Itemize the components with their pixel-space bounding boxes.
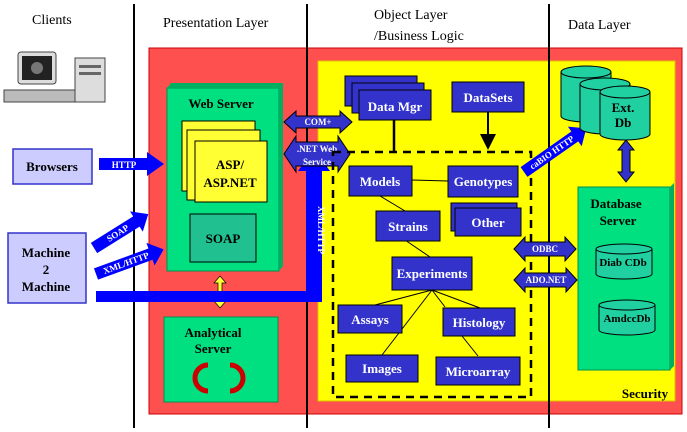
amdcc-db-cylinder: AmdccDb xyxy=(598,299,656,336)
strains-box: Strains xyxy=(375,210,441,242)
m2m-line3: Machine xyxy=(22,279,71,294)
ext-db-to-server-arrow xyxy=(616,139,636,183)
soap-arrow-label: SOAP xyxy=(105,222,131,243)
datasets-label: DataSets xyxy=(463,90,512,105)
images-box: Images xyxy=(345,354,419,383)
com-plus-arrow: COM+ xyxy=(283,109,353,135)
header-clients: Clients xyxy=(32,13,72,28)
experiments-box: Experiments xyxy=(391,256,473,291)
ado-net-label: ADO.NET xyxy=(526,275,567,285)
browsers-label: Browsers xyxy=(26,159,78,174)
amdcc-db-label: AmdccDb xyxy=(603,313,650,325)
histology-label: Histology xyxy=(453,315,506,330)
strains-label: Strains xyxy=(388,219,428,234)
odbc-arrow: ODBC xyxy=(513,235,577,263)
header-presentation: Presentation Layer xyxy=(163,16,269,31)
other-box: Other xyxy=(450,202,522,237)
ext-db-cylinders: Ext. Db xyxy=(560,65,651,141)
ext-db-label-1: Ext. xyxy=(612,100,635,115)
datasets-box: DataSets xyxy=(451,81,525,113)
machine-to-machine-box: Machine 2 Machine xyxy=(7,232,87,304)
business-objects-dashed-boundary xyxy=(331,150,533,399)
db-server-label-2: Server xyxy=(600,213,637,228)
db-server-label-1: Database xyxy=(590,196,642,211)
other-label: Other xyxy=(471,215,504,230)
genotypes-box: Genotypes xyxy=(447,165,519,198)
xml-http-vertical-label: XML/HTTP xyxy=(316,206,326,255)
net-ws-label-2: Service xyxy=(303,157,331,167)
object-relations xyxy=(374,179,481,357)
soap-label: SOAP xyxy=(206,231,241,246)
m2m-line1: Machine xyxy=(22,245,71,260)
header-object-line1: Object Layer xyxy=(374,8,448,23)
diab-cdb-cylinder: Diab CDb xyxy=(595,243,653,280)
experiments-label: Experiments xyxy=(397,266,468,281)
models-label: Models xyxy=(360,174,400,189)
assays-box: Assays xyxy=(337,304,403,334)
http-arrow: HTTP xyxy=(99,152,164,176)
data-mgr-label: Data Mgr xyxy=(368,99,423,114)
asp-label-2: ASP.NET xyxy=(203,175,257,190)
database-server-box: Database Server Diab CDb AmdccDb xyxy=(577,183,674,371)
microarray-label: Microarray xyxy=(446,364,511,379)
histology-box: Histology xyxy=(442,307,516,337)
assays-label: Assays xyxy=(351,312,389,327)
microarray-box: Microarray xyxy=(435,356,521,386)
images-label: Images xyxy=(362,361,402,376)
analytical-label-2: Server xyxy=(195,341,232,356)
http-label: HTTP xyxy=(112,160,137,170)
data-mgr-box: Data Mgr xyxy=(344,75,432,121)
ado-net-arrow: ADO.NET xyxy=(513,266,578,294)
diab-cdb-label: Diab CDb xyxy=(599,257,646,269)
analytical-label-1: Analytical xyxy=(184,325,241,340)
header-data: Data Layer xyxy=(568,18,631,33)
web-server-box: Web Server ASP/ ASP.NET SOAP xyxy=(166,83,283,272)
refresh-cycle-icon xyxy=(192,362,246,394)
models-box: Models xyxy=(348,165,413,197)
header-object-line2: /Business Logic xyxy=(374,29,464,44)
web-server-label: Web Server xyxy=(188,96,254,111)
browsers-box: Browsers xyxy=(12,148,93,185)
odbc-label: ODBC xyxy=(532,244,558,254)
com-plus-label: COM+ xyxy=(304,117,331,127)
security-label: Security xyxy=(622,386,669,401)
ext-db-label-2: Db xyxy=(615,115,632,130)
computer-icon xyxy=(3,51,106,103)
net-ws-label-1: .NET Web xyxy=(297,144,337,154)
genotypes-label: Genotypes xyxy=(454,174,513,189)
m2m-line2: 2 xyxy=(43,262,50,277)
asp-label-1: ASP/ xyxy=(216,157,245,172)
analytical-server-box: Analytical Server xyxy=(163,316,279,403)
